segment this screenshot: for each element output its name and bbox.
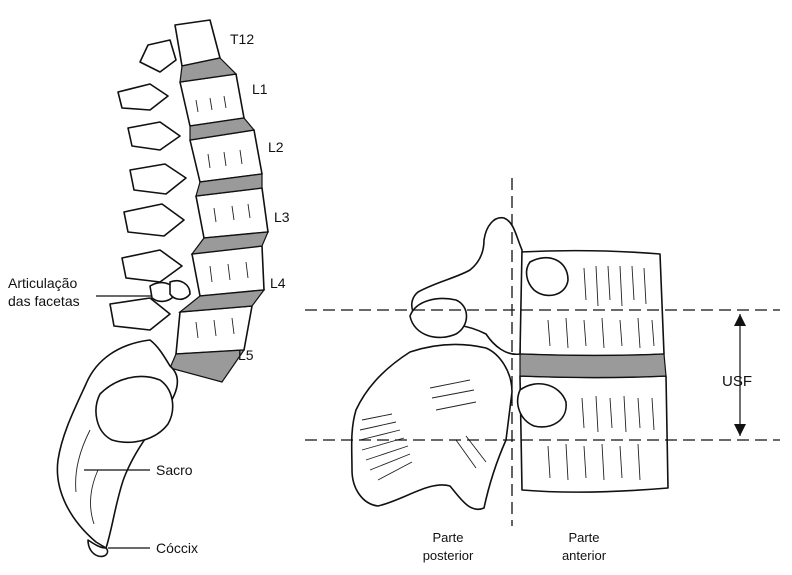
label-usf: USF — [722, 373, 752, 390]
label-anterior-line1: Parte — [568, 530, 599, 545]
label-posterior-line2: posterior — [423, 548, 474, 563]
label-sacrum: Sacro — [156, 462, 193, 478]
label-facet-joint-line2: das facetas — [8, 293, 80, 309]
label-anterior-line2: anterior — [562, 548, 607, 563]
label-l3: L3 — [274, 209, 290, 225]
lumbar-spine-illustration: T12 L1 L2 L3 L4 L5 Articulação das facet… — [8, 20, 290, 556]
label-l4: L4 — [270, 275, 286, 291]
label-l5: L5 — [238, 347, 254, 363]
label-posterior-line1: Parte — [432, 530, 463, 545]
label-t12: T12 — [230, 31, 254, 47]
label-l2: L2 — [268, 139, 284, 155]
spinal-segment-illustration: USF Parte posterior Parte anterior — [305, 178, 780, 563]
label-l1: L1 — [252, 81, 268, 97]
label-coccyx: Cóccix — [156, 540, 198, 556]
label-facet-joint-line1: Articulação — [8, 275, 77, 291]
